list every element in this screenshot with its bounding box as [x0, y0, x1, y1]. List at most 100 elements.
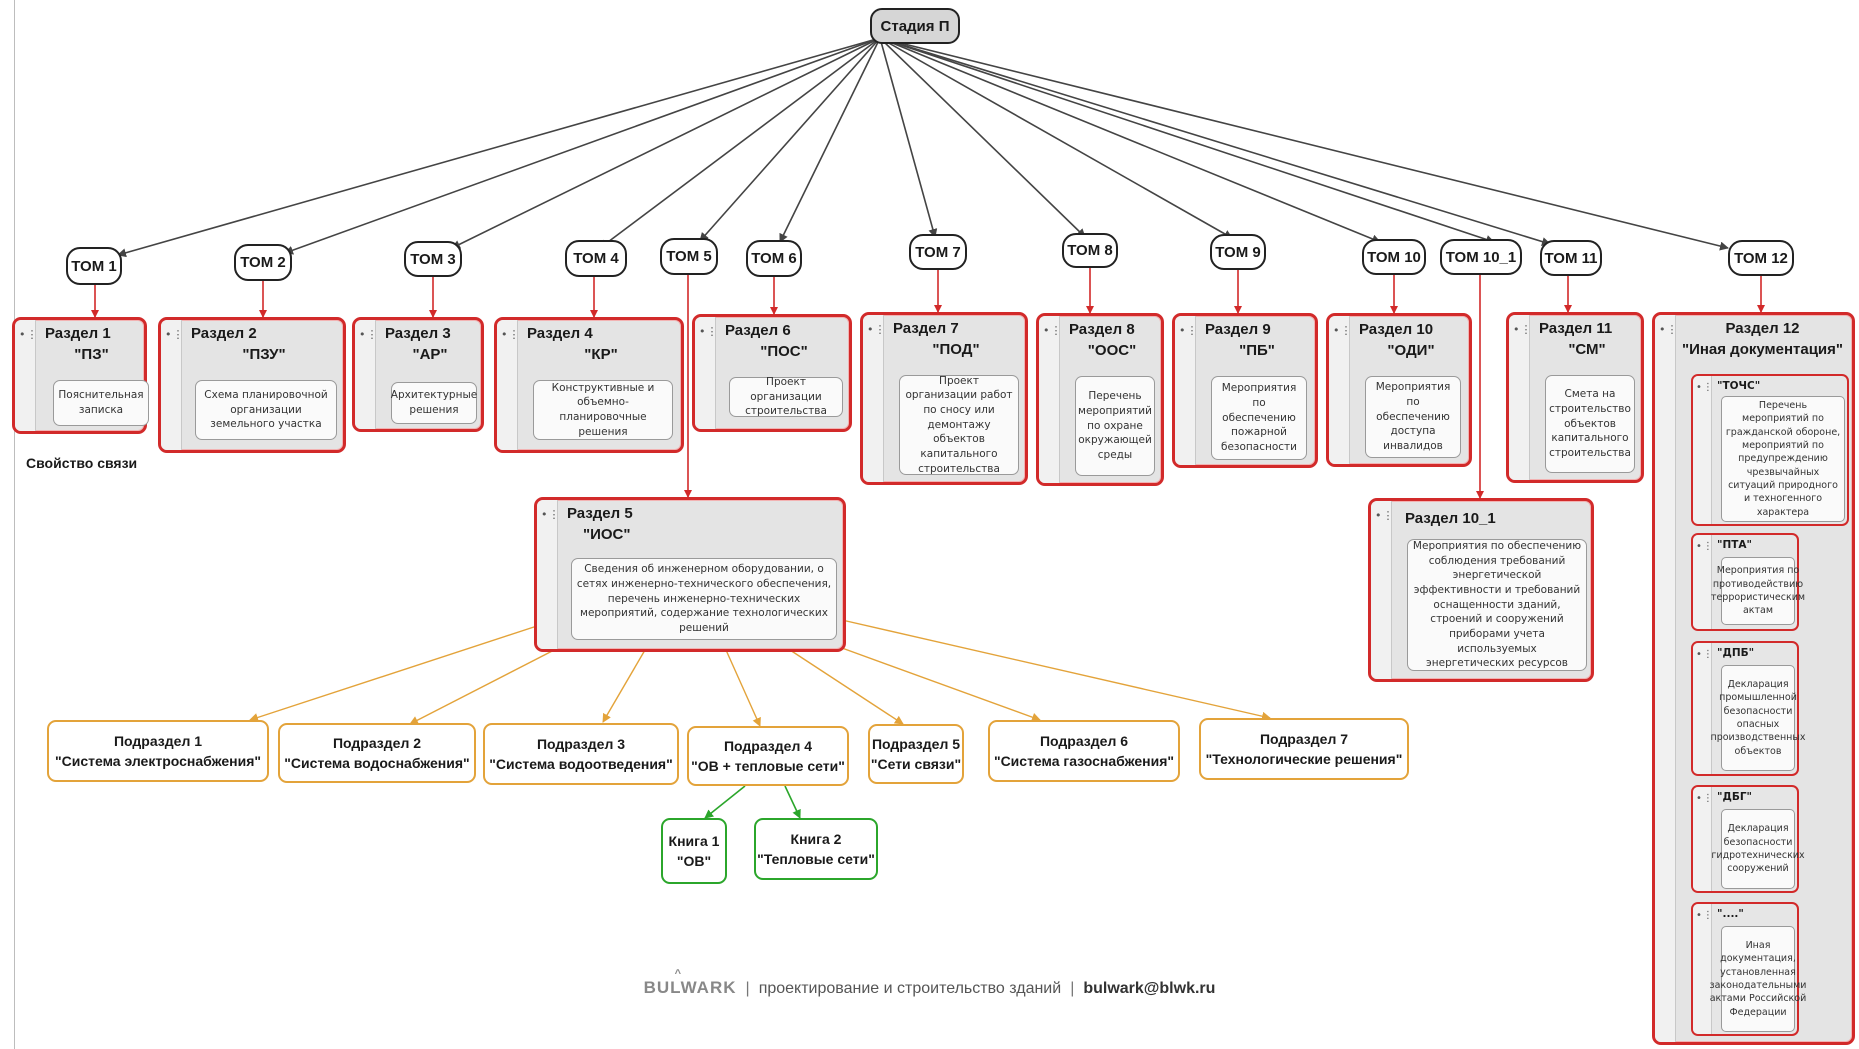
drag-handle-icon[interactable]: •⋮ [165, 328, 185, 341]
podrazdel-1[interactable]: Подраздел 1 "Система электроснабжения" [47, 720, 269, 782]
footer-email[interactable]: bulwark@blwk.ru [1083, 980, 1216, 997]
edge-root-tom1 [117, 37, 881, 258]
tom-4[interactable]: ТОМ 4 [565, 240, 627, 277]
tom-12[interactable]: ТОМ 12 [1728, 240, 1794, 276]
section-3[interactable]: •⋮ Раздел 3 "АР" Архитектурные решения [352, 317, 484, 432]
tom-11[interactable]: ТОМ 11 [1540, 240, 1602, 276]
edge-root-tom10-1 [879, 37, 1495, 244]
section-8[interactable]: •⋮ Раздел 8 "ООС" Перечень мероприятий п… [1036, 313, 1164, 486]
section-10[interactable]: •⋮ Раздел 10 "ОДИ" Мероприятия по обеспе… [1326, 313, 1472, 467]
section-description: Пояснительная записка [53, 380, 149, 426]
edge-s5-p5 [789, 649, 904, 725]
drag-handle-icon[interactable]: •⋮ [359, 328, 379, 341]
podrazdel-name: "Система водоотведения" [489, 756, 673, 772]
subsection-description: Декларация безопасности гидротехнических… [1711, 809, 1805, 889]
subsection-description: Декларация промышленной безопасности опа… [1711, 665, 1806, 771]
podrazdel-6[interactable]: Подраздел 6 "Система газоснабжения" [988, 720, 1180, 782]
podrazdel-name: "Система водоснабжения" [284, 755, 470, 771]
subsection-pta[interactable]: •⋮ "ПТА" Мероприятия по противодействию … [1691, 533, 1805, 631]
tom-5[interactable]: ТОМ 5 [660, 238, 718, 275]
section-code: "ООС" [1087, 342, 1137, 359]
section-7[interactable]: •⋮ Раздел 7 "ПОД" Проект организации раб… [860, 312, 1028, 485]
subsection-dpb[interactable]: •⋮ "ДПБ" Декларация промышленной безопас… [1691, 641, 1806, 776]
subsection-other[interactable]: •⋮ "...." Иная документация, установленн… [1691, 902, 1806, 1036]
tom-7[interactable]: ТОМ 7 [909, 234, 967, 270]
edge-s5-p3 [602, 649, 646, 723]
edge-root-tom2 [284, 37, 881, 255]
tom-10[interactable]: ТОМ 10 [1362, 239, 1426, 275]
section-1[interactable]: •⋮ Раздел 1 "ПЗ" Пояснительная записка [12, 317, 149, 434]
drag-handle-icon[interactable]: •⋮ [1696, 649, 1714, 660]
legend-link-property: Свойство связи [26, 455, 138, 471]
drag-handle-icon[interactable]: •⋮ [1659, 323, 1679, 336]
section-9[interactable]: •⋮ Раздел 9 "ПБ" Мероприятия по обеспече… [1172, 313, 1318, 468]
tom-3[interactable]: ТОМ 3 [404, 241, 462, 277]
section-4[interactable]: •⋮ Раздел 4 "КР" Конструктивные и объемн… [494, 317, 684, 453]
section-code: "СМ" [1568, 341, 1606, 358]
podrazdel-2[interactable]: Подраздел 2 "Система водоснабжения" [278, 723, 476, 783]
kniga-2[interactable]: Книга 2 "Тепловые сети" [754, 818, 878, 880]
section-description: Архитектурные решения [391, 382, 477, 424]
drag-handle-icon[interactable]: •⋮ [699, 325, 719, 338]
drag-handle-icon[interactable]: •⋮ [1513, 323, 1533, 336]
tom-10-1[interactable]: ТОМ 10_1 [1440, 239, 1522, 275]
roof-icon: ^ [674, 968, 683, 980]
drag-handle-icon[interactable]: •⋮ [501, 328, 521, 341]
section-title: Раздел 4 [527, 325, 593, 342]
subsection-tab: •⋮ [1693, 535, 1714, 629]
podrazdel-7[interactable]: Подраздел 7 "Технологические решения" [1199, 718, 1409, 780]
section-title: Раздел 10 [1359, 321, 1434, 338]
tom-6[interactable]: ТОМ 6 [746, 240, 802, 277]
section-code: "ПЗ" [74, 346, 109, 363]
section-10-1[interactable]: •⋮ Раздел 10_1 Мероприятия по обеспечени… [1368, 498, 1594, 682]
section-tab: •⋮ [1039, 316, 1063, 483]
section-description: Сведения об инженерном оборудовании, о с… [571, 558, 837, 640]
podrazdel-title: Подраздел 5 [871, 735, 961, 752]
drag-handle-icon[interactable]: •⋮ [1696, 382, 1714, 393]
drag-handle-icon[interactable]: •⋮ [1696, 541, 1714, 552]
section-12[interactable]: •⋮ Раздел 12 "Иная документация" •⋮ "ТОЧ… [1652, 312, 1855, 1045]
subsection-description: Перечень мероприятий по гражданской обор… [1721, 396, 1845, 522]
subsection-tab: •⋮ [1693, 643, 1714, 774]
subsection-tab: •⋮ [1693, 376, 1714, 524]
section-title: Раздел 3 [385, 325, 451, 342]
podrazdel-4[interactable]: Подраздел 4 "ОВ + тепловые сети" [687, 726, 849, 786]
drag-handle-icon[interactable]: •⋮ [1043, 324, 1063, 337]
section-tab: •⋮ [497, 320, 521, 450]
section-6[interactable]: •⋮ Раздел 6 "ПОС" Проект организации стр… [692, 314, 852, 432]
drag-handle-icon[interactable]: •⋮ [1179, 324, 1199, 337]
section-tab: •⋮ [355, 320, 379, 429]
subsection-tochs[interactable]: •⋮ "ТОЧС" Перечень мероприятий по гражда… [1691, 374, 1849, 526]
drag-handle-icon[interactable]: •⋮ [1333, 324, 1353, 337]
subsection-code: "ТОЧС" [1717, 380, 1761, 392]
drag-handle-icon[interactable]: •⋮ [1375, 509, 1395, 522]
section-2[interactable]: •⋮ Раздел 2 "ПЗУ" Схема планировочной ор… [158, 317, 346, 453]
root-stage-p[interactable]: Стадия П [870, 8, 960, 44]
subsection-code: "ДБГ" [1717, 791, 1752, 803]
subsection-tab: •⋮ [1693, 787, 1714, 891]
section-5[interactable]: •⋮ Раздел 5 "ИОС" Сведения об инженерном… [534, 497, 846, 652]
drag-handle-icon[interactable]: •⋮ [19, 328, 39, 341]
podrazdel-3[interactable]: Подраздел 3 "Система водоотведения" [483, 723, 679, 785]
edge-root-tom7 [879, 37, 938, 238]
kniga-1[interactable]: Книга 1 "ОВ" [661, 818, 727, 884]
section-description: Проект организации строительства [729, 376, 843, 417]
tom-2[interactable]: ТОМ 2 [234, 244, 292, 281]
tom-9[interactable]: ТОМ 9 [1210, 234, 1266, 270]
section-tab: •⋮ [1509, 315, 1533, 480]
drag-handle-icon[interactable]: •⋮ [1696, 793, 1714, 804]
subsection-dbg[interactable]: •⋮ "ДБГ" Декларация безопасности гидроте… [1691, 785, 1805, 893]
podrazdel-title: Подраздел 7 [1259, 730, 1349, 747]
section-11[interactable]: •⋮ Раздел 11 "СМ" Смета на строительство… [1506, 312, 1644, 483]
podrazdel-5[interactable]: Подраздел 5 "Сети связи" [868, 724, 964, 784]
drag-handle-icon[interactable]: •⋮ [867, 323, 887, 336]
tom-8[interactable]: ТОМ 8 [1062, 233, 1118, 268]
section-description: Конструктивные и объемно-планировочные р… [533, 380, 673, 440]
drag-handle-icon[interactable]: •⋮ [1696, 910, 1714, 921]
section-title: Раздел 6 [725, 322, 791, 339]
podrazdel-name: "Система газоснабжения" [993, 753, 1175, 769]
drag-handle-icon[interactable]: •⋮ [541, 508, 561, 521]
tom-1[interactable]: ТОМ 1 [66, 247, 122, 285]
edge-root-tom10 [879, 37, 1381, 244]
